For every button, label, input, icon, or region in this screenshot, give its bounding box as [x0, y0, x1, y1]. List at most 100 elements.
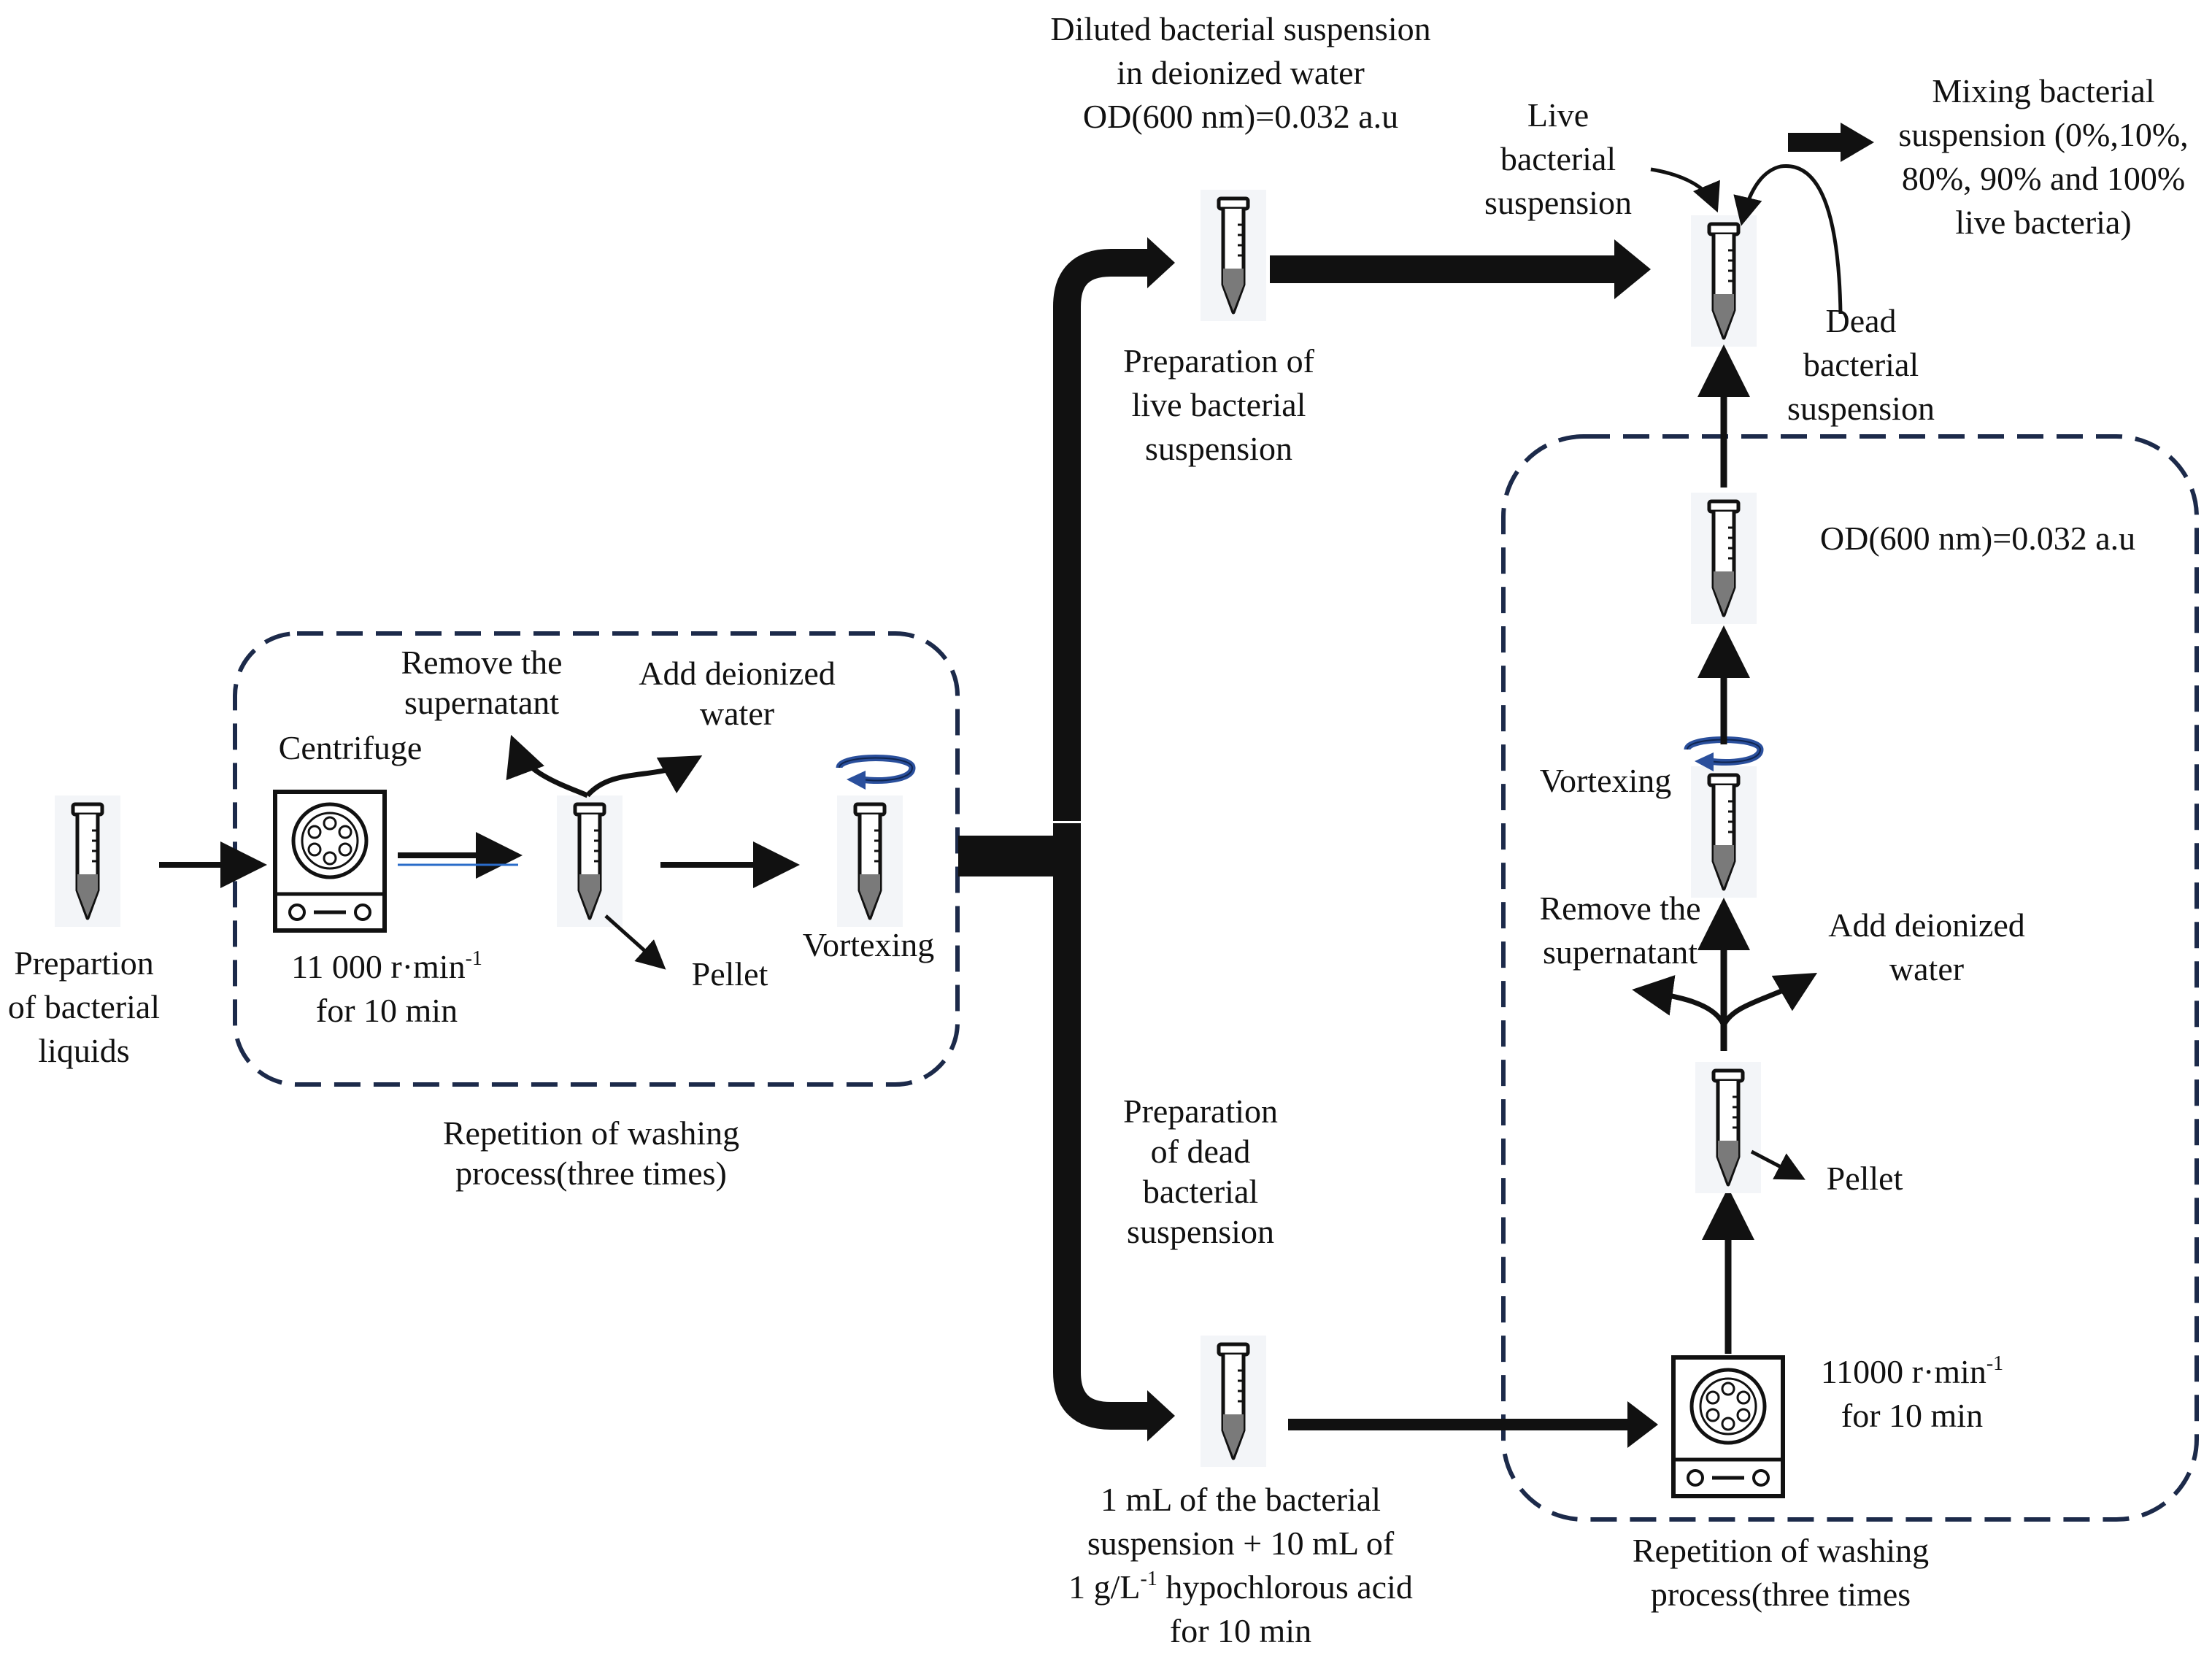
- label-line: process(three times: [1650, 1576, 1911, 1613]
- repetition-box-right: [1501, 434, 2199, 1522]
- label-line: suspension + 10 mL of: [1087, 1525, 1395, 1562]
- hypo-reagent: hypochlorous acid: [1157, 1568, 1413, 1606]
- label-line: Dead: [1825, 302, 1897, 339]
- label-line: Repetition of washing: [442, 1114, 740, 1152]
- arrow-dead-to-centrifuge-head: [1627, 1401, 1658, 1448]
- vortex-icon-left: [839, 758, 912, 790]
- label-line: Live: [1527, 96, 1589, 134]
- label-mixing: Mixing bacterial suspension (0%,10%, 80%…: [1883, 69, 2204, 244]
- speed-right-exponent: -1: [1986, 1352, 2004, 1375]
- label-line: water: [699, 695, 775, 732]
- hypo-exponent: -1: [1140, 1568, 1157, 1590]
- label-line: suspension: [1145, 430, 1292, 467]
- label-speed-right-line1: 11000 r·min-1: [1803, 1350, 2022, 1394]
- speed-left-exponent: -1: [465, 947, 482, 970]
- label-line: 1 mL of the bacterial: [1100, 1481, 1381, 1518]
- label-vortex-right: Vortexing: [1539, 762, 1672, 799]
- tube-vortexing-left: [837, 795, 903, 927]
- label-repetition-right: Repetition of washing process(three time…: [1598, 1529, 1963, 1617]
- centrifuge-right: [1673, 1357, 1783, 1496]
- arrow-remove-supernatant-left: [506, 734, 589, 798]
- label-dead-suspension: Dead bacterial suspension: [1766, 299, 1956, 431]
- label-line: Preparation of: [1123, 342, 1314, 379]
- tube-live: [1201, 190, 1266, 321]
- label-remove-left: Remove the supernatant: [379, 642, 584, 723]
- label-pellet-left: Pellet: [691, 955, 768, 993]
- label-speed-left-time: for 10 min: [315, 992, 458, 1029]
- label-line: 80%, 90% and 100%: [1901, 160, 2186, 197]
- label-add-left: Add deionized water: [628, 653, 847, 733]
- label-line: bacterial: [1142, 1173, 1259, 1210]
- hypo-concentration: 1 g/L: [1068, 1568, 1141, 1606]
- junction-connector: [958, 836, 1053, 876]
- label-line: 1 g/L-1 hypochlorous acid: [1036, 1565, 1445, 1609]
- arrow-mix-out-shaft: [1788, 133, 1843, 152]
- branch-arrowhead-dead: [1147, 1390, 1175, 1441]
- label-line: supernatant: [404, 684, 560, 721]
- tube-bacterial-liquids: [55, 795, 120, 927]
- label-prep-liquids: Prepartion of bacterial liquids: [4, 941, 164, 1073]
- label-line: OD(600 nm)=0.032 a.u: [1082, 98, 1399, 135]
- label-prep-dead: Preparation of dead bacterial suspension: [1098, 1091, 1303, 1252]
- label-line: for 10 min: [1169, 1612, 1312, 1649]
- label-speed-right-time: for 10 min: [1841, 1397, 1984, 1434]
- label-line: suspension: [1787, 390, 1935, 427]
- label-line: live bacterial: [1131, 386, 1306, 423]
- label-line: process(three times): [455, 1155, 727, 1192]
- label-hypochlorous: 1 mL of the bacterial suspension + 10 mL…: [1036, 1478, 1445, 1653]
- tube-vortexing-right: [1691, 766, 1757, 898]
- arrow-pellet-left: [604, 914, 666, 970]
- label-line: Add deionized: [1828, 906, 2025, 944]
- label-diluted: Diluted bacterial suspension in deionize…: [1022, 7, 1460, 139]
- label-repetition-left: Repetition of washing process(three time…: [409, 1113, 774, 1193]
- arrow-remove-supernatant-right: [1632, 975, 1727, 1027]
- arrow-add-water-right: [1721, 972, 1818, 1027]
- label-line: water: [1889, 950, 1965, 987]
- label-speed-left-line1: 11 000 r·min-1: [270, 945, 504, 989]
- label-speed-right: 11000 r·min-1 for 10 min: [1803, 1350, 2022, 1438]
- label-line: in deionized water: [1117, 54, 1365, 91]
- tube-od-right: [1691, 493, 1757, 624]
- label-line: Preparation: [1122, 1093, 1279, 1130]
- arrow-live-into-mix: [1650, 167, 1720, 213]
- label-line: of dead: [1150, 1133, 1251, 1170]
- label-line: supernatant: [1542, 933, 1698, 971]
- label-line: Add deionized: [639, 655, 836, 692]
- label-line: Remove the: [401, 644, 563, 681]
- tube-pellet-right: [1695, 1062, 1761, 1193]
- arrow-dead-into-mix: [1733, 164, 1843, 315]
- label-od-right: OD(600 nm)=0.032 a.u: [1819, 520, 2136, 557]
- label-line: of bacterial: [7, 988, 161, 1025]
- label-remove-right: Remove the supernatant: [1522, 887, 1719, 974]
- label-line: bacterial: [1803, 346, 1919, 383]
- arrow-add-water-left: [585, 755, 703, 798]
- arrow-live-to-mix-head: [1614, 239, 1651, 299]
- arrow-live-to-mix-shaft: [1270, 255, 1620, 283]
- branch-to-live: [1053, 249, 1153, 821]
- label-line: live bacteria): [1955, 204, 2132, 241]
- label-add-right: Add deionized water: [1810, 903, 2043, 991]
- label-line: Remove the: [1539, 890, 1701, 927]
- speed-left-value: 11 000 r·min: [291, 948, 466, 985]
- tube-pellet-left: [557, 795, 623, 927]
- tube-mix: [1691, 215, 1757, 347]
- tube-dead: [1201, 1336, 1266, 1467]
- centrifuge-left: [275, 792, 385, 930]
- label-pellet-right: Pellet: [1826, 1160, 1903, 1197]
- label-prep-live: Preparation of live bacterial suspension: [1109, 339, 1328, 471]
- branch-arrowhead-live: [1147, 237, 1175, 288]
- label-live-suspension: Live bacterial suspension: [1467, 93, 1649, 225]
- label-line: Mixing bacterial: [1932, 72, 2155, 109]
- label-line: Repetition of washing: [1632, 1532, 1930, 1569]
- arrow-pellet-right: [1750, 1149, 1806, 1180]
- label-line: liquids: [38, 1032, 130, 1069]
- label-vortex-left: Vortexing: [802, 926, 935, 963]
- label-line: Prepartion: [14, 944, 154, 982]
- label-line: suspension: [1127, 1213, 1274, 1250]
- label-line: suspension: [1484, 184, 1632, 221]
- label-line: Diluted bacterial suspension: [1050, 10, 1431, 47]
- label-centrifuge: Centrifuge: [278, 729, 423, 766]
- label-speed-left: 11 000 r·min-1 for 10 min: [270, 945, 504, 1033]
- speed-right-value: 11000 r·min: [1820, 1353, 1986, 1390]
